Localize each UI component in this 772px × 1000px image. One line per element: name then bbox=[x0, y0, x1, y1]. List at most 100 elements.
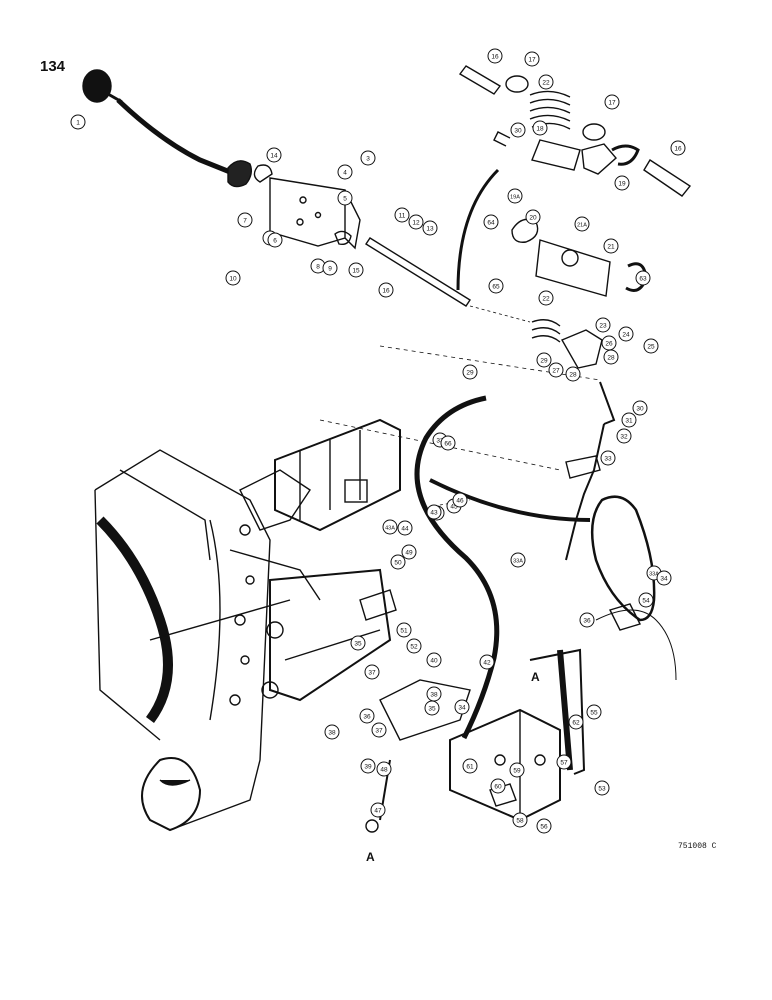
callout-label: 40 bbox=[430, 658, 438, 665]
callout-label: 24 bbox=[622, 332, 630, 339]
callout-43: 43 bbox=[426, 504, 442, 520]
callout-36: 36 bbox=[359, 708, 375, 724]
callout-66: 66 bbox=[440, 435, 456, 451]
page-number: 134 bbox=[40, 58, 66, 75]
control-cable-33a bbox=[414, 395, 500, 740]
callout-51: 51 bbox=[396, 622, 412, 638]
callout-17: 17 bbox=[524, 51, 540, 67]
callout-label: 58 bbox=[516, 818, 524, 825]
callout-19A: 19A bbox=[507, 188, 523, 204]
callout-label: 25 bbox=[647, 344, 655, 351]
callout-37: 37 bbox=[364, 664, 380, 680]
callout-label: 12 bbox=[412, 220, 420, 227]
callout-46: 46 bbox=[452, 492, 468, 508]
callout-label: 30 bbox=[514, 128, 522, 135]
callout-56: 56 bbox=[536, 818, 552, 834]
callout-21: 21 bbox=[603, 238, 619, 254]
callout-label: 64 bbox=[487, 220, 495, 227]
callout-label: 23 bbox=[599, 323, 607, 330]
callout-label: 38 bbox=[430, 692, 438, 699]
callout-label: 21 bbox=[607, 244, 615, 251]
callout-60: 60 bbox=[490, 778, 506, 794]
callout-label: 28 bbox=[569, 372, 577, 379]
callout-label: 17 bbox=[528, 57, 536, 64]
callout-label: 33 bbox=[436, 438, 444, 445]
view-ref-a-lower: A bbox=[366, 850, 375, 864]
callout-34: 34 bbox=[454, 699, 470, 715]
callout-1: 1 bbox=[70, 114, 86, 130]
callout-label: 3 bbox=[366, 156, 370, 163]
callout-label: 55 bbox=[590, 710, 598, 717]
callout-61: 61 bbox=[462, 758, 478, 774]
callout-65: 65 bbox=[488, 278, 504, 294]
callout-label: 11 bbox=[399, 213, 406, 220]
callout-label: 18 bbox=[536, 126, 544, 133]
shift-knob bbox=[82, 69, 123, 104]
hydraulic-pump bbox=[239, 418, 401, 532]
callout-37: 37 bbox=[371, 722, 387, 738]
callout-6: 6 bbox=[267, 232, 283, 248]
callout-label: 38 bbox=[328, 730, 336, 737]
callout-label: 61 bbox=[466, 764, 474, 771]
callout-label: 28 bbox=[607, 355, 615, 362]
callout-33A: 33A bbox=[510, 552, 526, 568]
figure-code: 751008 C bbox=[678, 842, 717, 851]
spring-22-upper bbox=[529, 90, 571, 130]
callout-label: 34 bbox=[660, 576, 668, 583]
transmission-housing bbox=[94, 449, 271, 832]
callout-16: 16 bbox=[487, 48, 503, 64]
callout-26: 26 bbox=[601, 335, 617, 351]
callout-label: 27 bbox=[552, 368, 560, 375]
callout-29: 29 bbox=[536, 352, 552, 368]
callout-23: 23 bbox=[595, 317, 611, 333]
callout-label: 15 bbox=[352, 268, 360, 275]
view-ref-a-upper: A bbox=[531, 670, 540, 684]
callout-43A: 43A bbox=[382, 519, 398, 535]
callout-label: 33A bbox=[513, 559, 523, 565]
callout-35: 35 bbox=[424, 700, 440, 716]
callout-label: 57 bbox=[560, 760, 568, 767]
callout-label: 31 bbox=[625, 418, 633, 425]
callout-57: 57 bbox=[556, 754, 572, 770]
callout-39: 39 bbox=[360, 758, 376, 774]
callout-28: 28 bbox=[565, 366, 581, 382]
callout-label: 8 bbox=[316, 264, 320, 271]
callout-22: 22 bbox=[538, 74, 554, 90]
callout-label: 47 bbox=[374, 808, 382, 815]
callout-label: 29 bbox=[540, 358, 548, 365]
callout-15: 15 bbox=[348, 262, 364, 278]
callout-53: 53 bbox=[594, 780, 610, 796]
callout-label: 53 bbox=[598, 786, 606, 793]
callout-28: 28 bbox=[603, 349, 619, 365]
shift-rod-16-upper bbox=[365, 237, 471, 307]
lever-bracket bbox=[269, 177, 361, 250]
callout-16: 16 bbox=[378, 282, 394, 298]
callout-label: 37 bbox=[375, 728, 383, 735]
callout-label: 10 bbox=[229, 276, 237, 283]
callout-49: 49 bbox=[401, 544, 417, 560]
callout-label: 56 bbox=[540, 824, 548, 831]
callout-label: 32 bbox=[620, 434, 628, 441]
callout-label: 46 bbox=[456, 498, 464, 505]
callout-label: 1 bbox=[76, 120, 80, 127]
callout-label: 39 bbox=[364, 764, 372, 771]
callout-label: 33 bbox=[604, 456, 612, 463]
callout-label: 35 bbox=[428, 706, 436, 713]
callout-30: 30 bbox=[632, 400, 648, 416]
callout-label: 49 bbox=[405, 550, 413, 557]
callout-7: 7 bbox=[237, 212, 253, 228]
callout-12: 12 bbox=[408, 214, 424, 230]
callout-label: 7 bbox=[243, 218, 247, 225]
callout-label: 60 bbox=[494, 784, 502, 791]
callout-3: 3 bbox=[360, 150, 376, 166]
callout-40: 40 bbox=[426, 652, 442, 668]
callout-label: 22 bbox=[542, 80, 550, 87]
callout-label: 30 bbox=[636, 406, 644, 413]
callout-50: 50 bbox=[390, 554, 406, 570]
callout-10: 10 bbox=[225, 270, 241, 286]
callout-64: 64 bbox=[483, 214, 499, 230]
callout-label: 21A bbox=[577, 223, 587, 229]
lever-boot bbox=[227, 160, 253, 188]
callout-label: 44 bbox=[401, 526, 409, 533]
callout-24: 24 bbox=[618, 326, 634, 342]
